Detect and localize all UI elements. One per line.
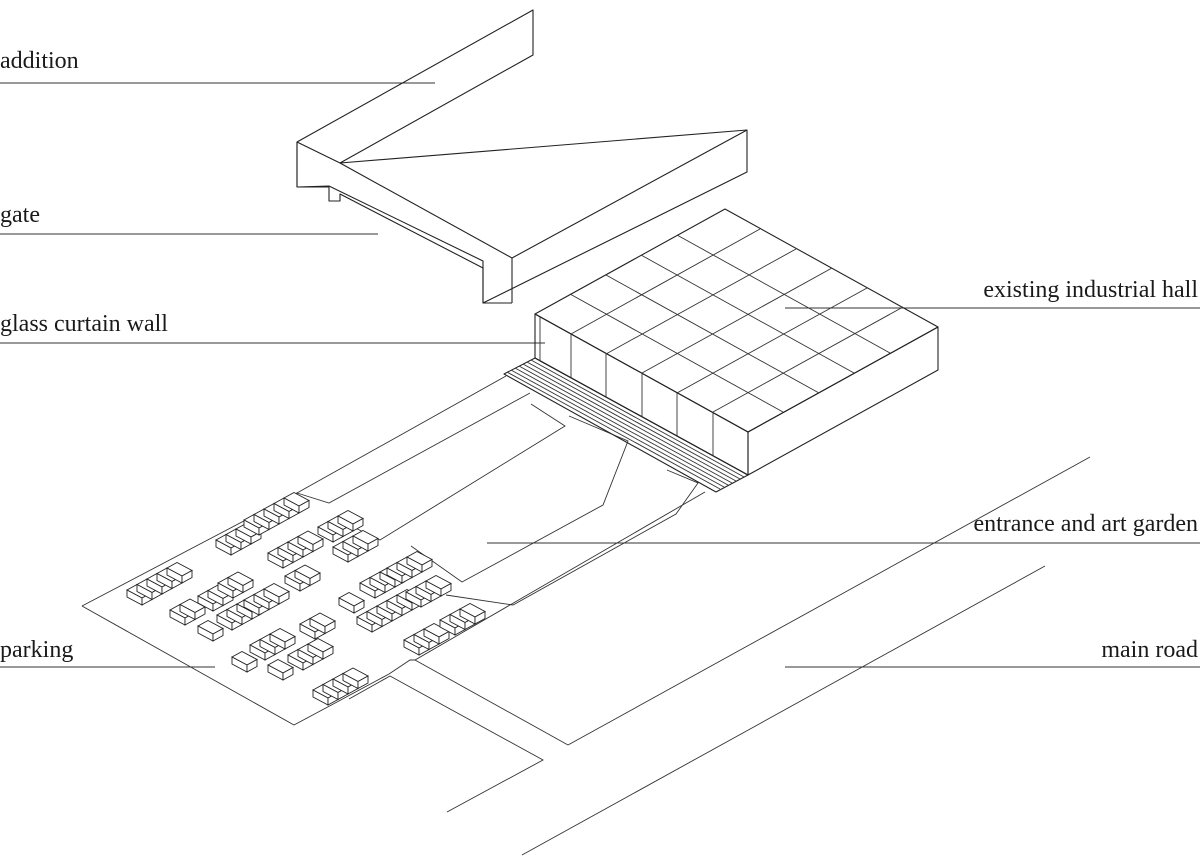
entrance-steps bbox=[503, 357, 749, 493]
parked-cars bbox=[126, 491, 486, 706]
parked-car bbox=[309, 612, 336, 635]
label-main-road: main road bbox=[1101, 637, 1198, 663]
label-existing-industrial-hall: existing industrial hall bbox=[983, 277, 1198, 303]
parked-car bbox=[267, 658, 294, 681]
parked-car bbox=[197, 619, 224, 642]
parked-car bbox=[166, 561, 193, 584]
label-glass-curtain-wall-group: glass curtain wall bbox=[0, 311, 545, 344]
parked-car bbox=[337, 509, 364, 532]
label-addition: addition bbox=[0, 48, 79, 74]
label-entrance-and-art-garden: entrance and art garden bbox=[973, 511, 1198, 537]
label-parking-group: parking bbox=[0, 637, 215, 668]
parked-car bbox=[338, 591, 365, 614]
parked-car bbox=[406, 550, 433, 573]
parked-car bbox=[263, 582, 290, 605]
parked-car bbox=[307, 637, 334, 660]
label-gate: gate bbox=[0, 202, 40, 228]
parked-car bbox=[294, 564, 321, 587]
parked-car bbox=[231, 650, 258, 673]
label-main-road-group: main road bbox=[785, 637, 1200, 668]
parked-car bbox=[425, 574, 452, 597]
parked-car bbox=[423, 622, 450, 645]
existing-industrial-hall bbox=[534, 208, 939, 476]
parked-car bbox=[352, 529, 379, 552]
parked-car bbox=[179, 598, 206, 621]
parked-car bbox=[297, 530, 324, 553]
addition-volume bbox=[296, 9, 748, 304]
parked-car bbox=[459, 602, 486, 625]
parked-car bbox=[227, 571, 254, 594]
label-existing-industrial-hall-group: existing industrial hall bbox=[785, 277, 1200, 309]
parked-car bbox=[269, 627, 296, 650]
label-addition-group: addition bbox=[0, 48, 435, 84]
parked-car bbox=[342, 667, 369, 690]
label-parking: parking bbox=[0, 637, 73, 663]
label-gate-group: gate bbox=[0, 202, 378, 235]
label-glass-curtain-wall: glass curtain wall bbox=[0, 311, 168, 337]
label-entrance-and-art-garden-group: entrance and art garden bbox=[487, 511, 1200, 544]
parked-car bbox=[283, 491, 310, 514]
